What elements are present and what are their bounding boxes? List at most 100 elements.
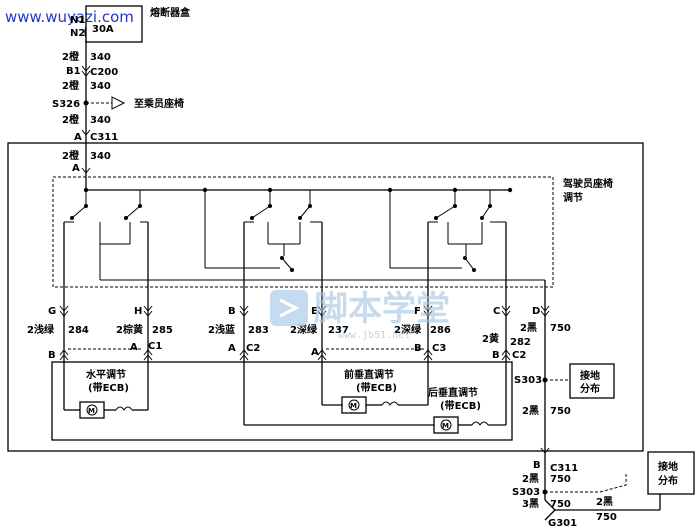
ground-inner-color: 2黑 <box>522 405 539 417</box>
motor-box <box>51 361 513 441</box>
bottom-color-1: 2黑 <box>522 473 539 485</box>
feed-color-2: 2橙 <box>62 79 80 92</box>
switch-input-pin: A <box>72 163 80 174</box>
passenger-seat-dest: 至乘员座椅 <box>134 97 184 110</box>
c3-right-pin: B <box>414 343 422 354</box>
g301-label: G301 <box>548 518 577 529</box>
svg-text:M: M <box>442 422 449 430</box>
c200-chevron <box>81 65 91 72</box>
harness-circuit-285: 285 <box>152 325 173 336</box>
harness-pin-e: E <box>311 306 318 317</box>
c311-bottom-name: C311 <box>550 463 578 474</box>
ground-box-2-line1: 接地 <box>658 460 678 473</box>
ground-distribution-box-1 <box>569 363 615 399</box>
motor-horizontal-ecb-icon <box>115 406 133 411</box>
watermark-center-url: www.jb51.net <box>338 330 410 341</box>
feed-color-4: 2橙 <box>62 149 80 162</box>
fuse-symbol <box>84 25 87 39</box>
c200-chevron-2 <box>81 70 91 77</box>
fuse-block-title: 熔断器盒 <box>150 6 191 19</box>
ground-distribution-box-2 <box>647 451 695 495</box>
harness-color-283: 2浅蓝 <box>208 323 235 336</box>
bottom-color-2: 3黑 <box>522 498 539 510</box>
passenger-seat-arrow-icon <box>111 96 126 110</box>
feed-circuit-3: 340 <box>90 115 111 126</box>
ground-box-1-line1: 接地 <box>580 369 600 382</box>
harness-circuit-282: 282 <box>510 337 531 348</box>
feed-circuit-2: 340 <box>90 81 111 92</box>
harness-color-237: 2深绿 <box>290 323 318 336</box>
feed-color-1: 2橙 <box>62 50 80 63</box>
harness-circuit-283: 283 <box>248 325 269 336</box>
switch-label-1: 驾驶员座椅 <box>562 177 613 190</box>
switch-label-2: 调节 <box>563 191 583 204</box>
c311-chevron <box>81 129 91 136</box>
c3-name: C3 <box>432 343 446 354</box>
c311-bottom-pin: B <box>533 460 541 471</box>
fuse-block: 熔断器盒 N1 N2 30A <box>70 5 191 43</box>
c311-top-name: C311 <box>90 132 118 143</box>
fuse-block-n1: N1 <box>70 15 85 26</box>
switch-group-horizontal <box>63 190 545 300</box>
motor-front-ecb: (带ECB) <box>356 381 397 394</box>
harness-color-285: 2棕黄 <box>116 323 143 336</box>
c1-right-pin: A <box>130 342 138 353</box>
svg-text:M: M <box>88 407 95 415</box>
s303-inner-label: S303 <box>514 375 542 386</box>
fuse-block-box <box>85 5 143 43</box>
c2-left-pin: A <box>228 343 236 354</box>
motor-horizontal-label: 水平调节 <box>85 368 126 381</box>
ground-box-1-line2: 分布 <box>580 382 600 395</box>
s326-label: S326 <box>52 99 80 110</box>
s303-bottom-label: S303 <box>512 487 540 498</box>
harness-circuit-286: 286 <box>430 325 451 336</box>
motor-front-vertical: 前垂直调节 (带ECB) M <box>322 368 428 414</box>
watermark-center-title: 脚本学堂 <box>314 289 450 329</box>
fuse-rating: 30A <box>92 24 114 35</box>
c2b-name: C2 <box>512 350 526 361</box>
harness-pin-d: D <box>532 306 540 317</box>
c3-left-pin: A <box>311 347 319 358</box>
c2b-left-pin: B <box>492 350 500 361</box>
motor-rear-ecb: (带ECB) <box>440 399 481 412</box>
harness-circuit-237: 237 <box>328 325 349 336</box>
motor-horizontal: 水平调节 (带ECB) M <box>64 368 148 419</box>
watermark-url-top: www.wuyazi.com <box>5 8 134 26</box>
seat-switch-dashed-box <box>52 176 554 288</box>
motor-rear-vertical: 后垂直调节 (带ECB) M <box>244 386 506 434</box>
feed-circuit-1: 340 <box>90 52 111 63</box>
motor-rear-ecb-icon <box>471 421 489 426</box>
feed-circuit-4: 340 <box>90 151 111 162</box>
center-watermark: 脚本学堂 www.jb51.net <box>270 289 450 341</box>
c200-name: C200 <box>90 67 118 78</box>
switch-input-chevron <box>81 167 91 174</box>
svg-text:M: M <box>350 402 357 410</box>
switch-group-rear-vertical <box>389 190 507 300</box>
c311-top-pin: A <box>74 132 82 143</box>
harness-pin-b: B <box>228 306 236 317</box>
bottom-circuit-2: 750 <box>550 499 571 510</box>
ground-box-2-line2: 分布 <box>658 474 678 487</box>
harness-pin-h: H <box>134 306 142 317</box>
bottom-circuit-3: 750 <box>596 512 617 523</box>
motor-front-ecb-icon <box>381 401 399 406</box>
seat-module-box <box>7 142 644 452</box>
c2-name: C2 <box>246 343 260 354</box>
ground-inner-circuit: 750 <box>550 406 571 417</box>
motor-rear-label: 后垂直调节 <box>428 386 478 399</box>
c200-pin: B1 <box>66 66 81 77</box>
c1-name: C1 <box>148 341 162 352</box>
watermark-logo-icon <box>270 290 308 326</box>
feed-color-3: 2橙 <box>62 113 80 126</box>
harness-pin-g: G <box>48 306 56 317</box>
bottom-color-3: 2黑 <box>596 496 613 508</box>
harness-pin-c: C <box>493 306 500 317</box>
switch-group-front-vertical <box>204 190 323 300</box>
harness-color-282: 2黄 <box>482 332 499 345</box>
harness-color-750: 2黑 <box>520 322 537 334</box>
c1-left-pin: B <box>48 350 56 361</box>
s303-bottom-branch <box>545 474 627 493</box>
harness-color-284: 2浅绿 <box>27 323 55 336</box>
harness-color-286: 2深绿 <box>394 323 422 336</box>
